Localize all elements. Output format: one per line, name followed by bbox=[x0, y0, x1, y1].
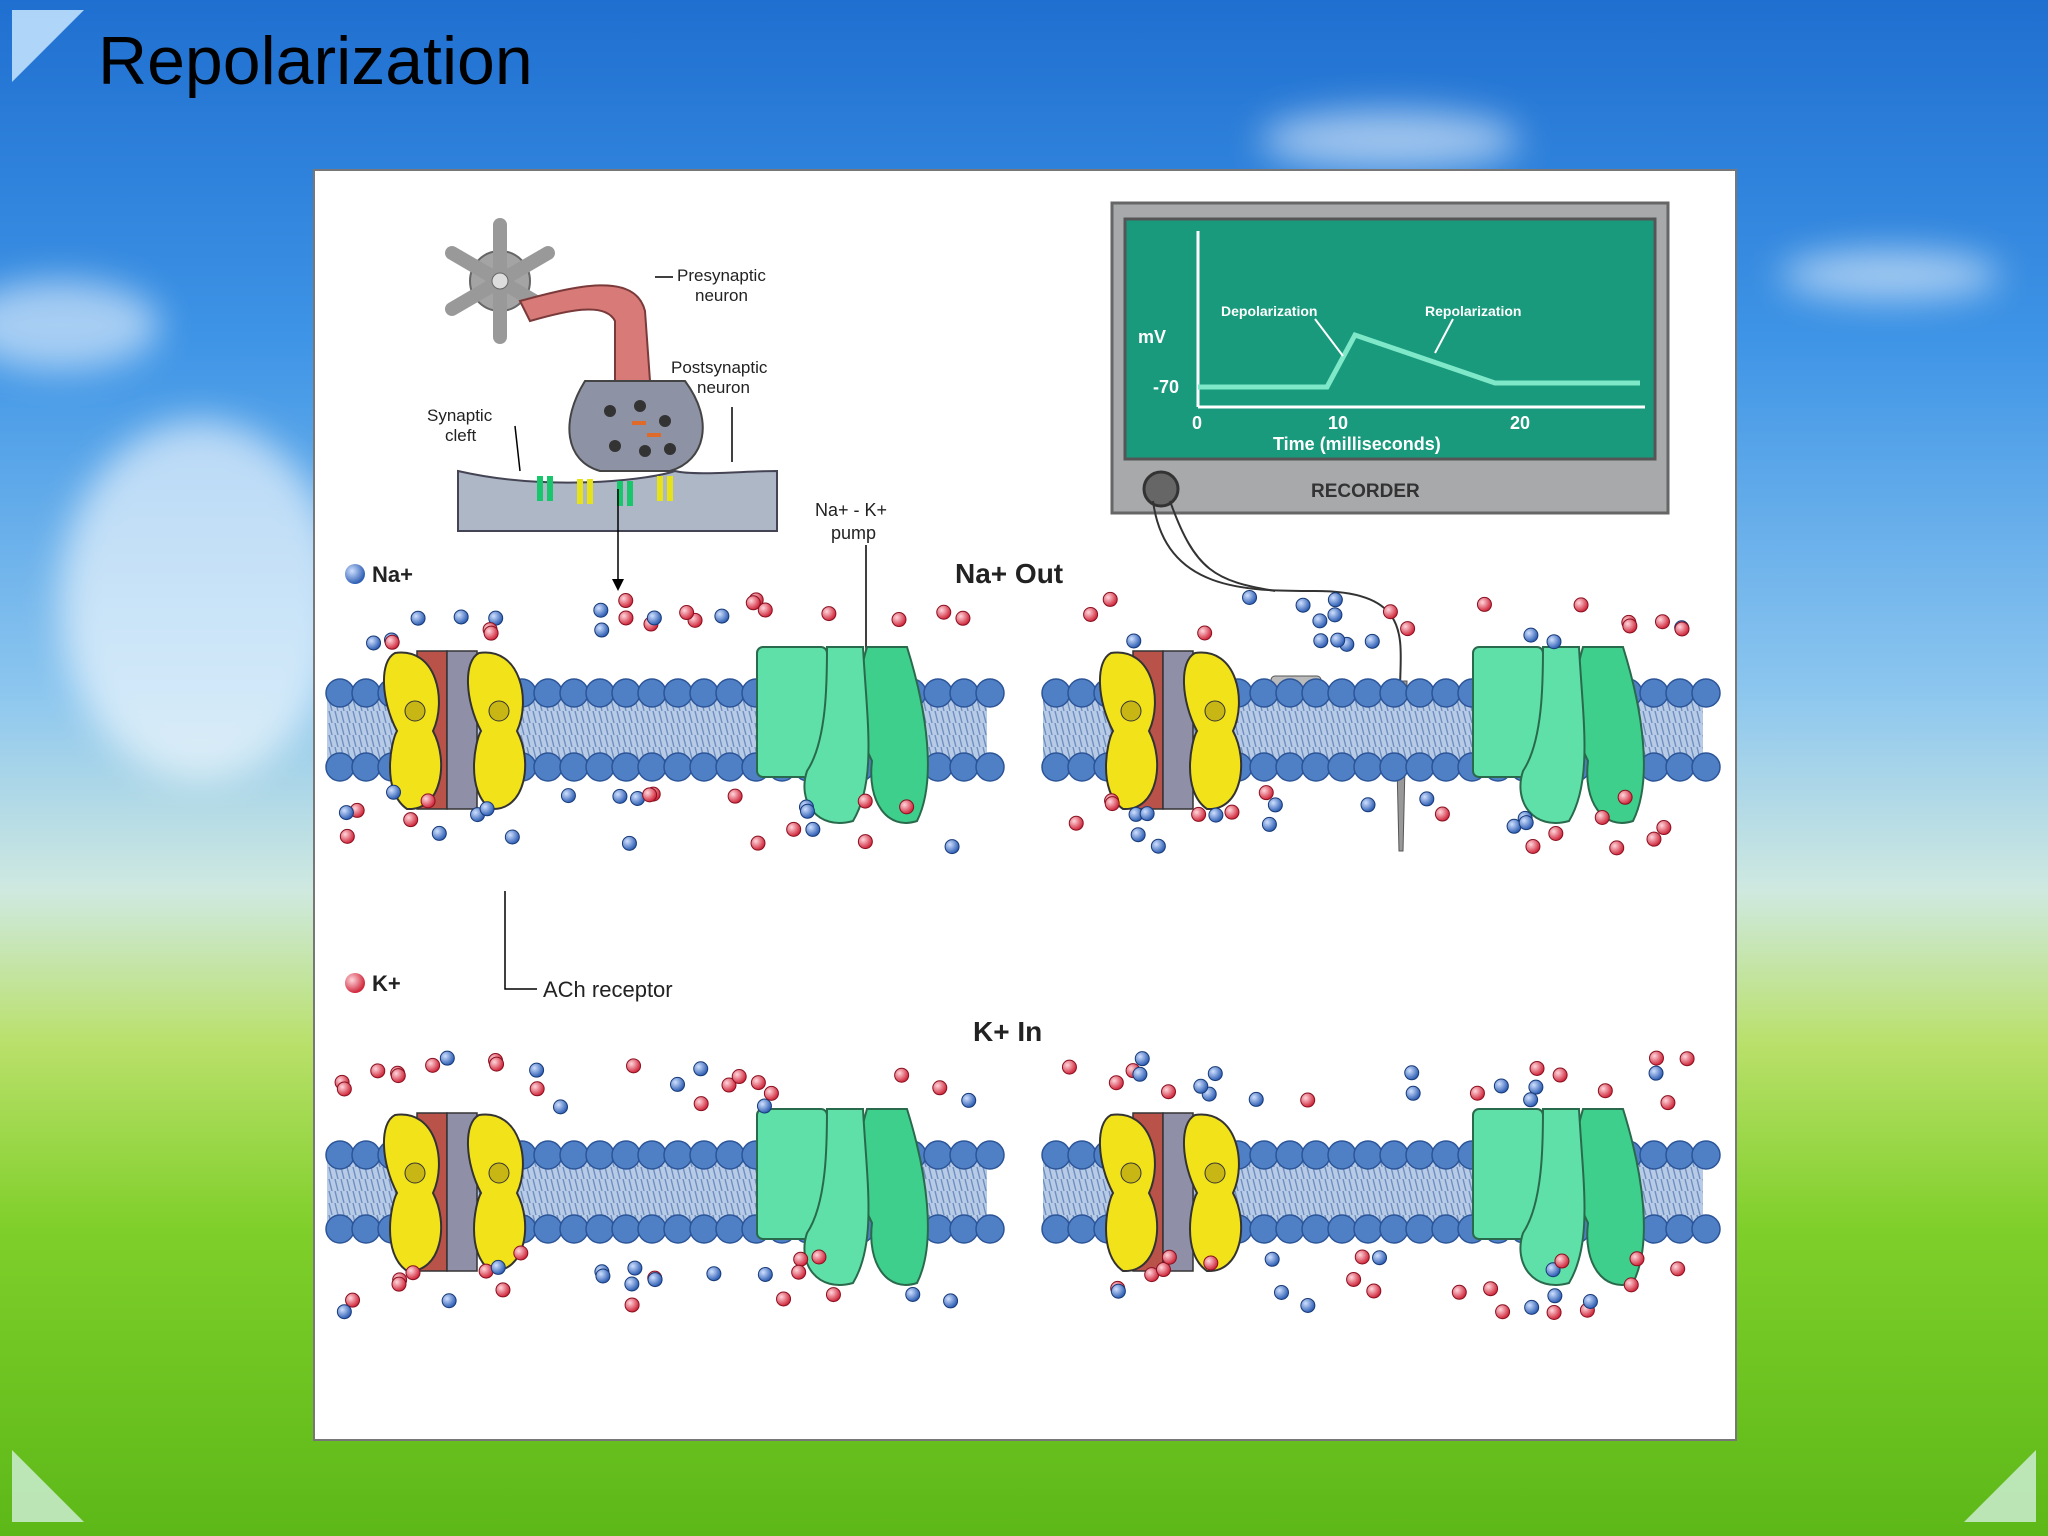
recorder-name: RECORDER bbox=[1311, 481, 1420, 502]
recorder-knob bbox=[1142, 470, 1180, 508]
membrane-panel-bottom-right bbox=[1041, 1050, 1721, 1320]
recorder-xlabel: Time (milliseconds) bbox=[1273, 434, 1441, 454]
legend-na-ion bbox=[345, 564, 365, 584]
depolarization-label: Depolarization bbox=[1221, 303, 1317, 319]
corner-triangle-bottom-right bbox=[1964, 1450, 2036, 1522]
recorder-x-tick-10: 10 bbox=[1328, 413, 1348, 433]
action-potential-trace bbox=[1198, 331, 1640, 390]
presynaptic-label: Presynaptic neuron bbox=[677, 266, 771, 305]
membrane-panels bbox=[325, 589, 1721, 1320]
corner-triangle-bottom-left bbox=[12, 1450, 84, 1522]
recorder-screen bbox=[1123, 217, 1657, 461]
legend-na-label: Na+ bbox=[372, 562, 413, 587]
na-out-label: Na+ Out bbox=[955, 558, 1063, 589]
k-in-label: K+ In bbox=[973, 1016, 1042, 1047]
pump-label: Na+ - K+ pump bbox=[815, 500, 892, 543]
background-cloud bbox=[0, 280, 160, 370]
recorder-x-tick-0: 0 bbox=[1192, 413, 1202, 433]
membrane-panel-top-left bbox=[325, 592, 1005, 855]
recorder-ylabel: mV bbox=[1138, 327, 1166, 347]
presynaptic-cell-body bbox=[445, 218, 555, 344]
postsynaptic-label: Postsynaptic neuron bbox=[671, 358, 772, 397]
membrane-panel-top-right bbox=[1041, 589, 1721, 856]
background-cloud bbox=[1260, 110, 1520, 170]
repolarization-figure: Presynaptic neuron Postsynaptic neuron S… bbox=[313, 169, 1737, 1441]
recorder: Depolarization Repolarization mV -70 0 1… bbox=[1110, 201, 1670, 852]
legend-k-label: K+ bbox=[372, 971, 401, 996]
dandelion-blur bbox=[60, 420, 340, 780]
diagram-svg: Presynaptic neuron Postsynaptic neuron S… bbox=[325, 201, 1721, 1320]
recorder-y-tick: -70 bbox=[1153, 377, 1179, 397]
recorder-x-tick-20: 20 bbox=[1510, 413, 1530, 433]
corner-triangle-top-left bbox=[12, 10, 84, 82]
synapse-inset: Presynaptic neuron Postsynaptic neuron S… bbox=[427, 218, 778, 591]
background-cloud bbox=[1780, 250, 2000, 300]
membrane-panel-bottom-left bbox=[325, 1050, 1005, 1320]
axon bbox=[518, 284, 652, 382]
repolarization-label: Repolarization bbox=[1425, 303, 1521, 319]
ach-receptor-label: ACh receptor bbox=[543, 977, 673, 1002]
synaptic-cleft-label: Synaptic cleft bbox=[427, 406, 497, 445]
slide-title: Repolarization bbox=[98, 23, 533, 99]
axon-terminal bbox=[568, 380, 704, 472]
legend-k-ion bbox=[345, 973, 365, 993]
